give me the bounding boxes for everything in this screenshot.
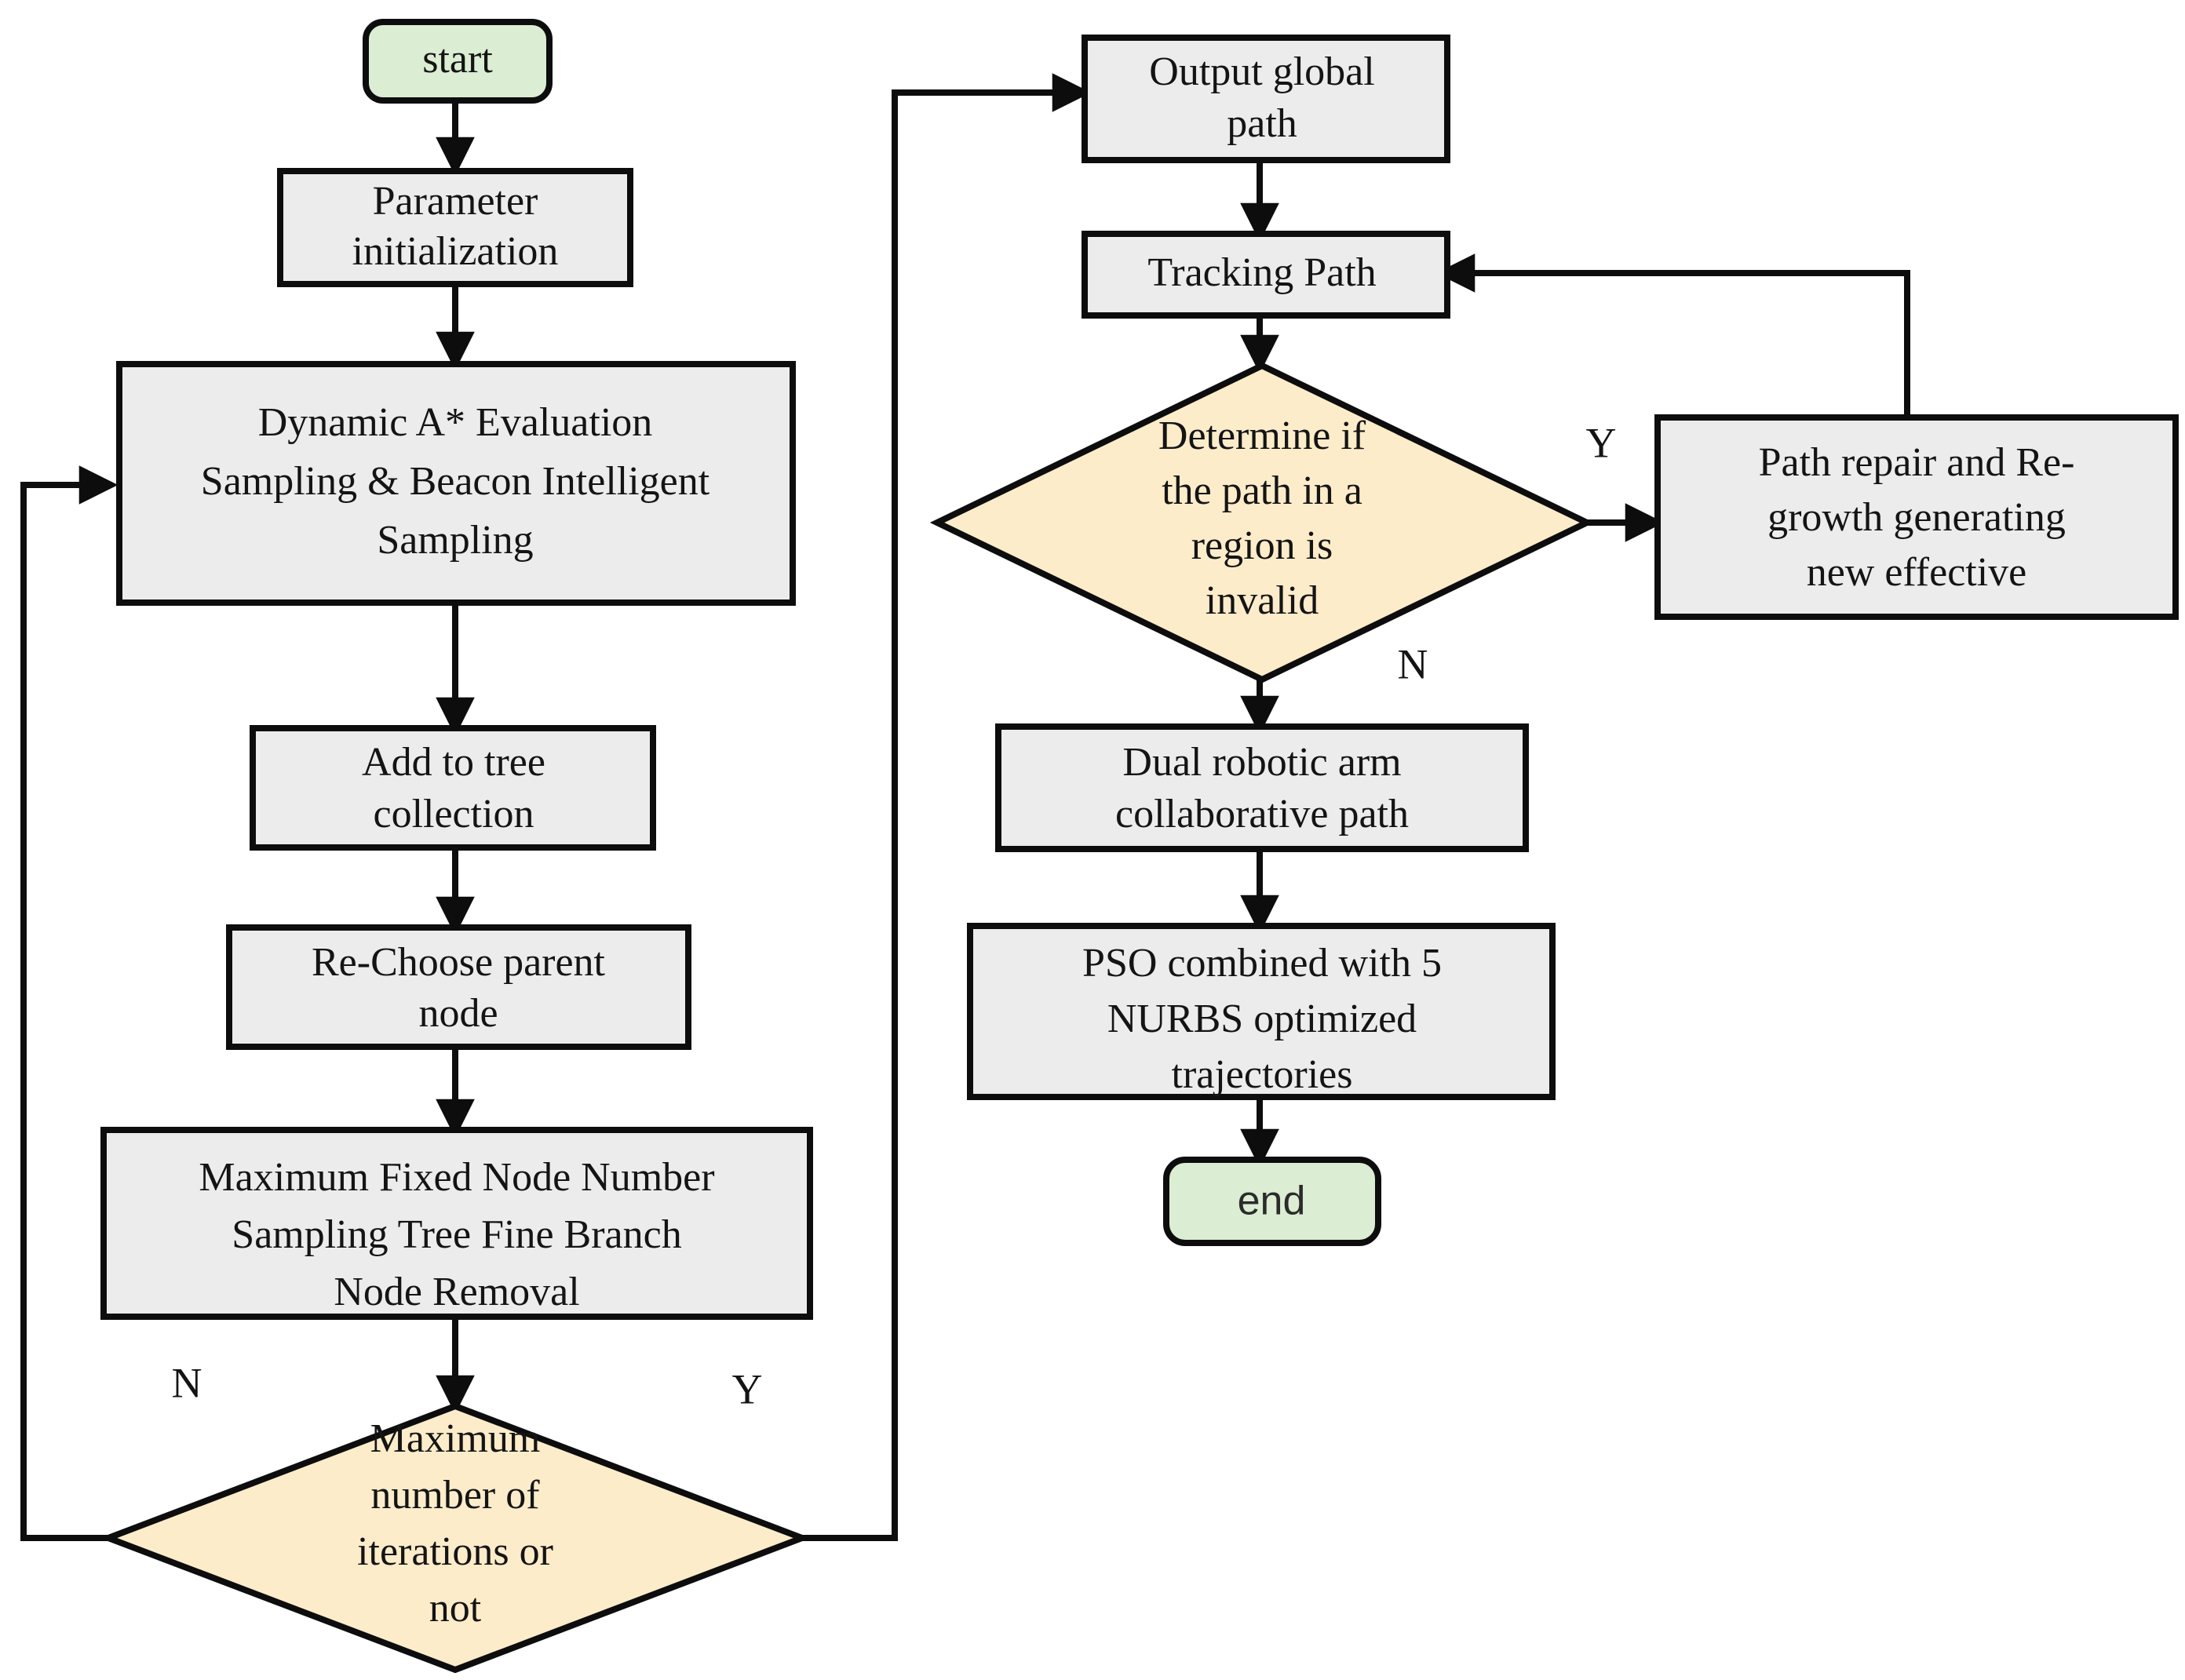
dual-arm-line1: Dual robotic arm: [1122, 740, 1401, 785]
output-path-shape: [1082, 35, 1450, 163]
edge-label-invalid-yes: Y: [1586, 419, 1617, 466]
pso-nurbs-line2: NURBS optimized: [1107, 997, 1417, 1041]
rechoose-line2: node: [418, 991, 498, 1036]
path-invalid-shape: [929, 362, 1595, 683]
path-repair-line3: new effective: [1807, 550, 2027, 595]
path-invalid-line2: the path in a: [1162, 468, 1362, 513]
node-dynamic-astar[interactable]: Dynamic A* Evaluation Sampling & Beacon …: [116, 361, 796, 606]
node-path-invalid-decision[interactable]: Determine if the path in a region is inv…: [929, 362, 1595, 683]
output-path-line1: Output global: [1149, 49, 1374, 94]
max-fixed-line3: Node Removal: [334, 1270, 579, 1314]
dynamic-astar-line2: Sampling & Beacon Intelligent: [201, 459, 710, 504]
node-add-to-tree[interactable]: Add to tree collection: [250, 725, 656, 851]
max-iterations-line4: not: [429, 1586, 482, 1631]
rechoose-shape: [226, 924, 691, 1050]
node-start[interactable]: start: [363, 19, 553, 104]
pso-nurbs-line3: trajectories: [1172, 1052, 1353, 1097]
node-rechoose-parent[interactable]: Re-Choose parent node: [226, 924, 691, 1050]
dual-arm-line2: collaborative path: [1115, 792, 1409, 836]
node-parameter-initialization[interactable]: Parameter initialization: [277, 168, 633, 287]
node-pso-nurbs[interactable]: PSO combined with 5 NURBS optimized traj…: [967, 923, 1556, 1100]
dynamic-astar-shape: [116, 361, 796, 606]
max-iterations-line3: iterations or: [357, 1529, 553, 1574]
param-init-line2: initialization: [352, 229, 559, 274]
pso-nurbs-shape: [967, 923, 1556, 1100]
node-max-fixed-node[interactable]: Maximum Fixed Node Number Sampling Tree …: [100, 1127, 813, 1320]
pso-nurbs-line1: PSO combined with 5: [1082, 941, 1442, 986]
path-repair-line2: growth generating: [1767, 495, 2066, 540]
edge-decision-yes-to-output: [802, 73, 1092, 1541]
edge-label-iterations-no: N: [172, 1359, 202, 1406]
end-label: end: [1238, 1179, 1306, 1224]
start-shape: [363, 19, 553, 104]
dynamic-astar-line1: Dynamic A* Evaluation: [258, 400, 653, 445]
edge-label-invalid-no: N: [1398, 640, 1428, 687]
max-iterations-line2: number of: [370, 1473, 540, 1518]
path-repair-shape: [1654, 414, 2179, 620]
param-init-line1: Parameter: [373, 179, 538, 224]
node-output-global-path[interactable]: Output global path: [1082, 35, 1450, 163]
max-fixed-line2: Sampling Tree Fine Branch: [232, 1212, 681, 1257]
add-tree-line2: collection: [373, 792, 534, 836]
param-init-shape: [277, 168, 633, 287]
max-iterations-shape: [99, 1402, 812, 1674]
node-path-repair[interactable]: Path repair and Re- growth generating ne…: [1654, 414, 2179, 620]
add-tree-shape: [250, 725, 656, 851]
path-invalid-line4: invalid: [1206, 578, 1319, 623]
dynamic-astar-line3: Sampling: [377, 518, 533, 563]
max-iterations-line1: Maximum: [370, 1416, 541, 1461]
end-shape: [1163, 1157, 1381, 1246]
dual-arm-shape: [995, 723, 1529, 852]
path-repair-line1: Path repair and Re-: [1759, 440, 2075, 485]
max-fixed-shape: [100, 1127, 813, 1320]
output-path-line2: path: [1227, 101, 1297, 146]
edge-repair-to-tracking: [1435, 253, 1910, 417]
add-tree-line1: Add to tree: [362, 740, 545, 785]
path-invalid-line3: region is: [1191, 523, 1333, 568]
tracking-path-shape: [1082, 231, 1450, 319]
node-dual-robotic-arm[interactable]: Dual robotic arm collaborative path: [995, 723, 1529, 852]
node-end[interactable]: end: [1163, 1157, 1381, 1246]
tracking-path-label: Tracking Path: [1147, 250, 1376, 295]
max-fixed-line1: Maximum Fixed Node Number: [199, 1155, 714, 1200]
start-label: start: [422, 37, 493, 82]
path-invalid-line1: Determine if: [1158, 414, 1366, 458]
node-max-iterations-decision[interactable]: Maximum number of iterations or not: [99, 1402, 812, 1674]
node-tracking-path[interactable]: Tracking Path: [1082, 231, 1450, 319]
rechoose-line1: Re-Choose parent: [312, 940, 606, 985]
edge-label-iterations-yes: Y: [732, 1365, 763, 1412]
edge-decision-no-loopback: [20, 465, 119, 1541]
